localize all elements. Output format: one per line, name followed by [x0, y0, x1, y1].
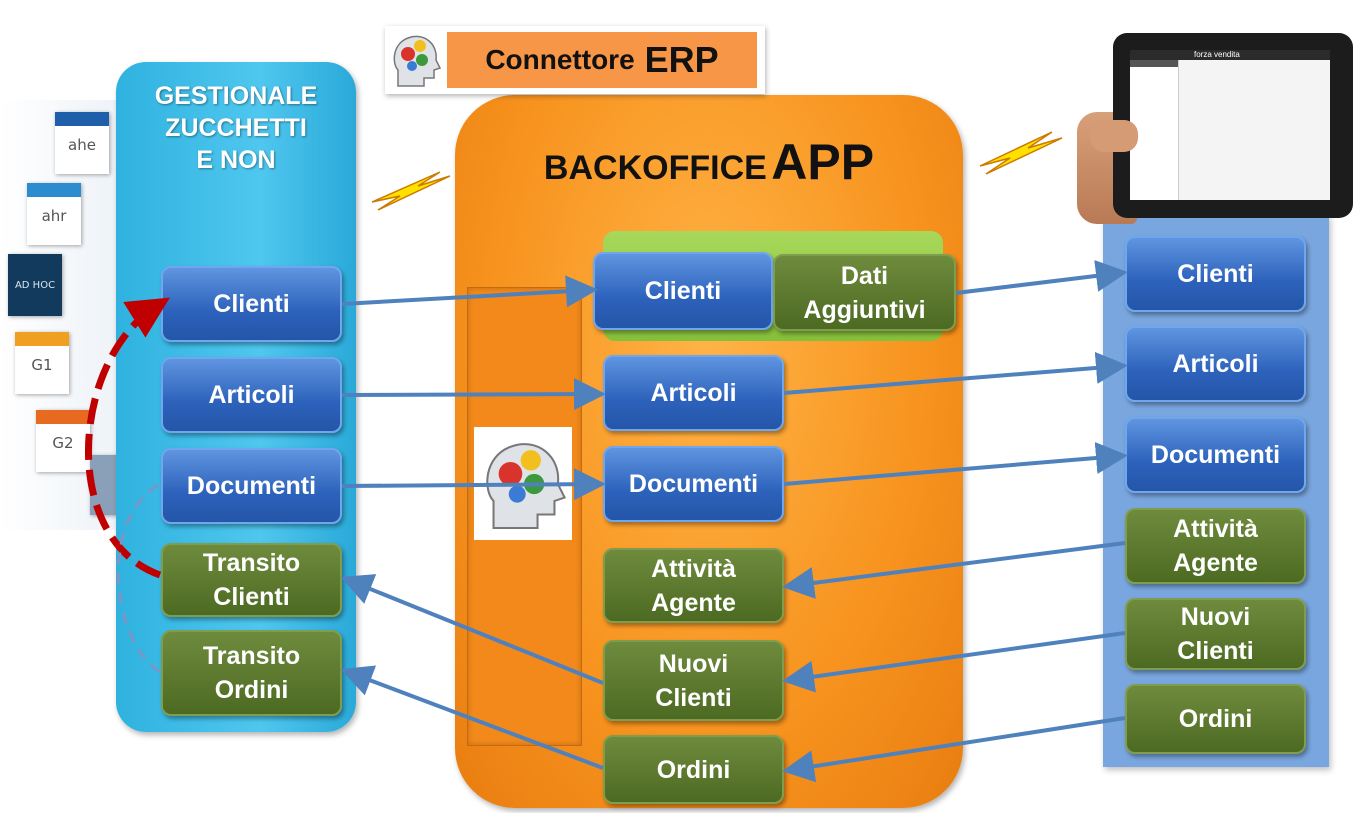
- logo-g1: G1: [15, 332, 69, 394]
- tablet-menu-header: [1130, 60, 1178, 67]
- right-documenti-box: Documenti: [1125, 417, 1306, 493]
- gestionale-title: GESTIONALE ZUCCHETTI E NON: [154, 82, 318, 174]
- left-clienti-box: Clienti: [161, 266, 342, 342]
- lightning-icon-right: [979, 131, 1063, 175]
- tablet-app-name: forza vendita: [1194, 50, 1240, 59]
- mid-clienti-box: Clienti: [593, 252, 773, 330]
- left-articoli-box: Articoli: [161, 357, 342, 433]
- backoffice-title: BACKOFFICE APP: [543, 134, 875, 190]
- mid-nuovi-clienti-box: Nuovi Clienti: [603, 640, 784, 721]
- left-documenti-box: Documenti: [161, 448, 342, 524]
- left-transito-clienti-box: Transito Clienti: [161, 543, 342, 617]
- brain-gears-icon: [393, 35, 442, 87]
- mid-attivita-agente-box: Attività Agente: [603, 548, 784, 623]
- thumb: [1090, 120, 1138, 152]
- mid-ordini-box: Ordini: [603, 735, 784, 804]
- mid-documenti-box: Documenti: [603, 446, 784, 522]
- brain-gears-icon-large: [486, 443, 567, 530]
- mid-dati-aggiuntivi-box: Dati Aggiuntivi: [773, 254, 956, 331]
- right-articoli-box: Articoli: [1125, 326, 1306, 402]
- tablet-header: [1130, 50, 1330, 60]
- logo-ahr: ahr: [27, 183, 81, 245]
- arrow-dati-to-right-clienti: [955, 260, 1128, 295]
- right-ordini-box: Ordini: [1125, 684, 1306, 754]
- logo-partial: [90, 455, 118, 515]
- tablet-sidebar: [1130, 60, 1179, 200]
- lightning-icon-left: [371, 171, 451, 211]
- logo-adhoc: AD HOC: [8, 254, 62, 316]
- tablet-screen: forza vendita: [1130, 50, 1330, 200]
- right-attivita-agente-box: Attività Agente: [1125, 508, 1306, 584]
- left-transito-ordini-box: Transito Ordini: [161, 630, 342, 716]
- logo-ahe: ahe: [55, 112, 109, 174]
- mid-articoli-box: Articoli: [603, 355, 784, 431]
- logo-g2: G2: [36, 410, 90, 472]
- right-clienti-box: Clienti: [1125, 236, 1306, 312]
- right-nuovi-clienti-box: Nuovi Clienti: [1125, 598, 1306, 670]
